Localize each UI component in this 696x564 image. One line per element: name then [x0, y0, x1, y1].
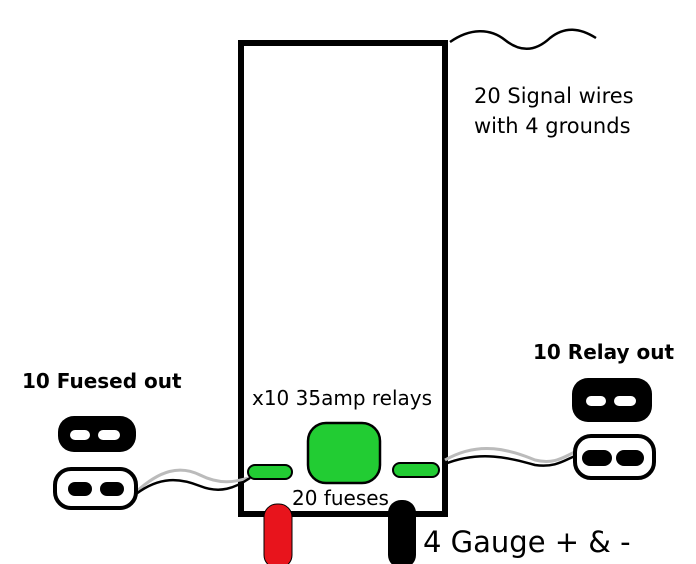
signal-wires-label-line2: with 4 grounds	[474, 114, 631, 138]
fuses-label: 20 fueses	[292, 486, 389, 510]
relays-label: x10 35amp relays	[252, 386, 432, 410]
fused-out-wire-shadow	[134, 468, 249, 494]
relay-out-connector-bottom	[573, 434, 656, 480]
power-label: 4 Gauge + & -	[423, 525, 631, 559]
relay-out-connector-top	[572, 378, 652, 422]
relay-out-wire-shadow	[444, 446, 576, 463]
relay-out-label: 10 Relay out	[533, 340, 674, 364]
relay-block	[306, 421, 382, 485]
negative-cable	[388, 500, 416, 564]
fused-out-connector-top	[58, 416, 136, 452]
relay-out-wire	[444, 454, 576, 467]
fused-out-wire	[135, 476, 251, 496]
fuse-left	[247, 464, 293, 480]
positive-cable	[263, 503, 293, 564]
signal-wires-label-line1: 20 Signal wires	[474, 84, 634, 108]
signal-wire	[449, 28, 597, 50]
fused-out-label: 10 Fuesed out	[22, 369, 182, 393]
fused-out-connector-bottom	[53, 467, 138, 510]
fuse-right	[392, 462, 440, 478]
